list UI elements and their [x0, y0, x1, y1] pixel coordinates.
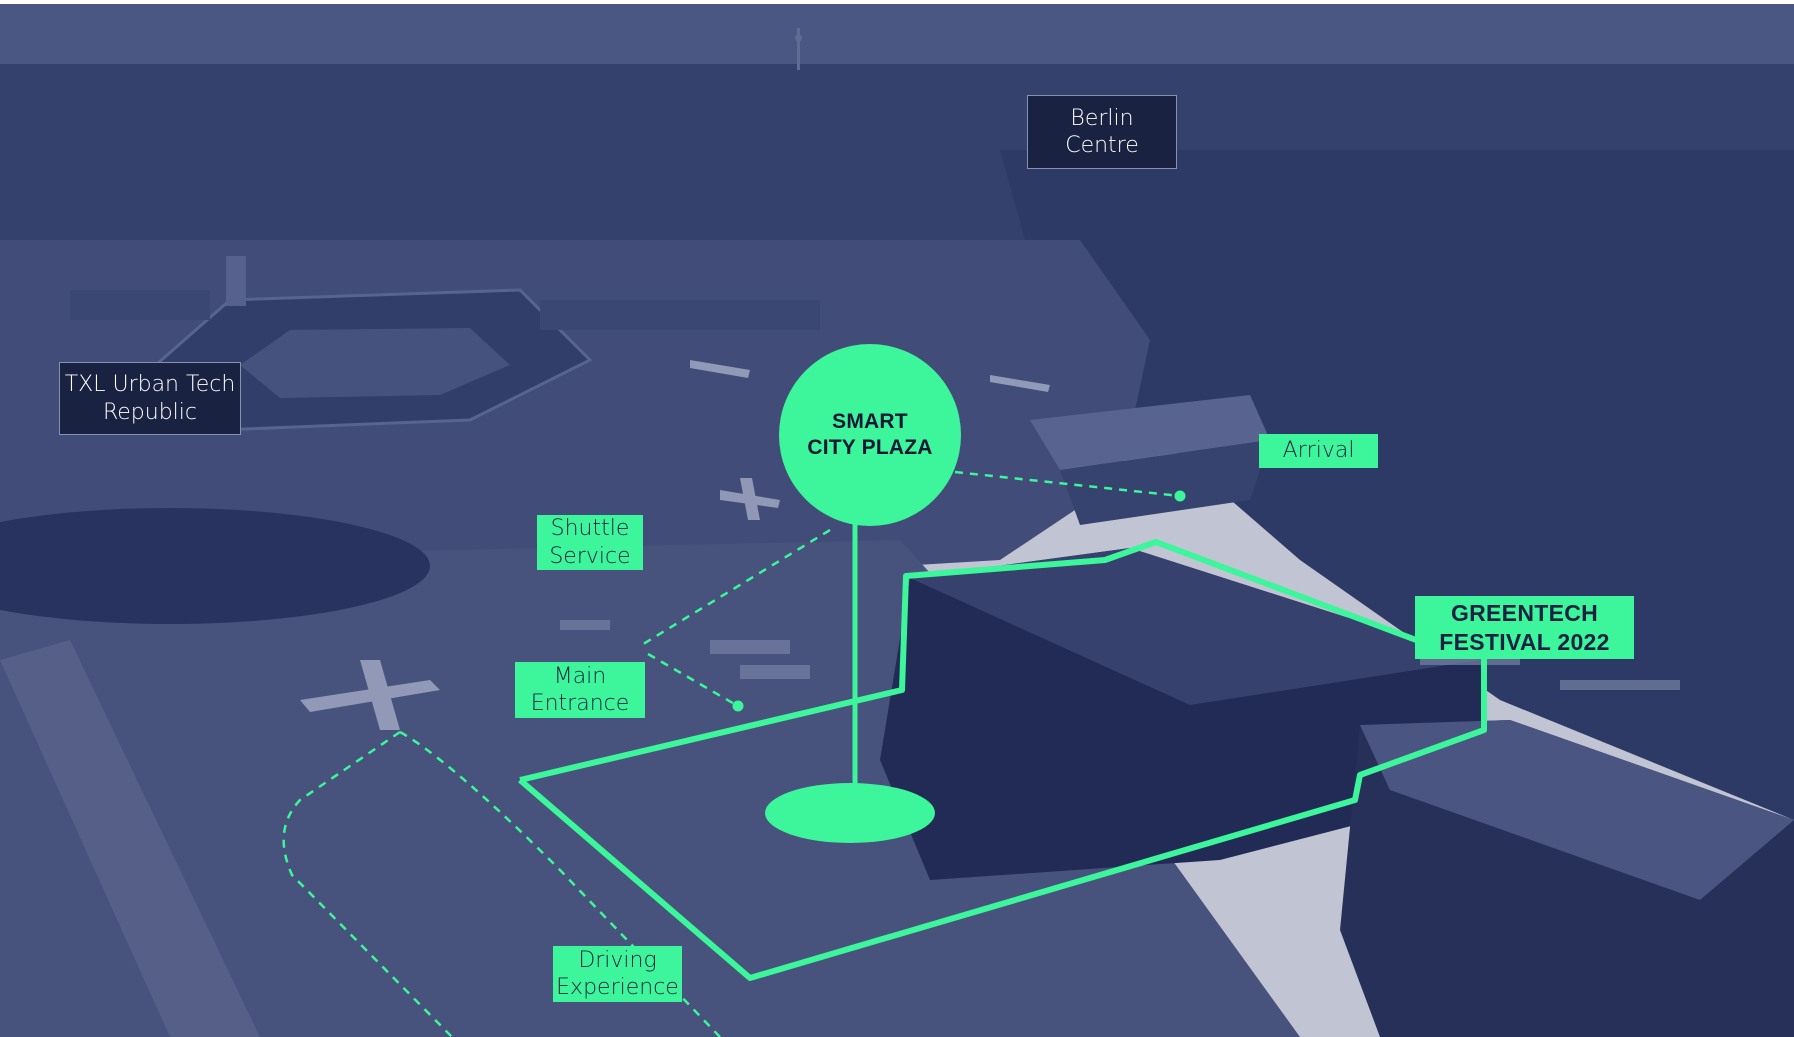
shuttle-connector	[639, 528, 831, 648]
label-berlin-centre-text: Berlin Centre	[1065, 105, 1139, 159]
aircraft-icon	[300, 360, 1050, 730]
label-txl-urban-tech-republic[interactable]: TXL Urban Tech Republic	[59, 362, 241, 435]
label-driving-experience-text: Driving Experience	[556, 947, 679, 1001]
label-greentech-festival-text: GREENTECH FESTIVAL 2022	[1439, 599, 1610, 655]
label-arrival-text: Arrival	[1282, 438, 1355, 464]
label-berlin-centre[interactable]: Berlin Centre	[1027, 95, 1177, 169]
label-shuttle-service-text: Shuttle Service	[549, 516, 631, 569]
label-shuttle-service[interactable]: Shuttle Service	[537, 515, 643, 570]
plaza-pin-base	[765, 783, 935, 843]
label-smart-city-plaza[interactable]: SMART CITY PLAZA	[779, 344, 961, 526]
label-greentech-festival[interactable]: GREENTECH FESTIVAL 2022	[1415, 596, 1634, 659]
tv-tower-icon	[797, 28, 800, 70]
arrival-marker[interactable]	[1174, 490, 1186, 502]
label-main-entrance-text: Main Entrance	[530, 663, 630, 717]
plaza-pin-head[interactable]	[779, 344, 961, 526]
driving-route-left	[282, 730, 453, 1037]
entrance-marker[interactable]	[732, 700, 744, 712]
arrival-connector	[954, 470, 1181, 498]
entrance-connector	[647, 652, 739, 708]
label-txl-text: TXL Urban Tech Republic	[64, 372, 236, 425]
label-main-entrance[interactable]: Main Entrance	[515, 662, 645, 718]
label-driving-experience[interactable]: Driving Experience	[553, 946, 682, 1002]
label-arrival[interactable]: Arrival	[1259, 434, 1378, 468]
driving-route-right	[399, 730, 721, 1037]
label-smart-city-plaza-text: SMART CITY PLAZA	[807, 409, 933, 459]
